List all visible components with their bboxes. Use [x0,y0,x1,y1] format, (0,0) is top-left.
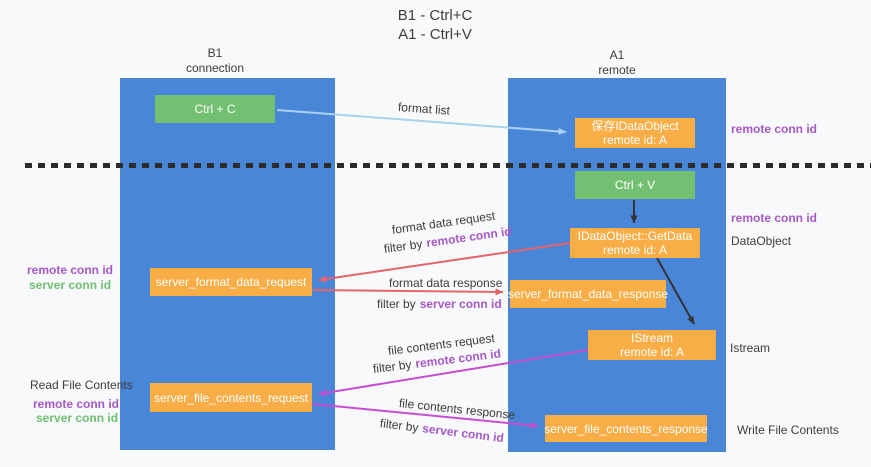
istream-line2: remote id: A [619,345,685,359]
lane-header-a1: A1 remote [557,48,677,78]
ctrl-v-label: Ctrl + V [614,178,656,192]
file-contents-response-arrow [312,403,539,429]
right-remote-conn-id-label-mid: remote conn id [731,211,818,225]
lane-b1-subtitle: connection [185,61,245,75]
getdata-to-istream-arrow [656,257,695,325]
istream-node: IStream remote id: A [588,330,716,360]
file-contents-request-arrow [318,349,589,397]
istream-side-label: Istream [730,341,771,355]
server-format-data-response-label: server_format_data_response [507,287,669,301]
lane-a1-subtitle: remote [598,63,636,77]
ctrl-v-node: Ctrl + V [575,171,695,199]
idataobject-getdata-node: IDataObject::GetData remote id: A [570,228,700,258]
server-file-contents-response-label: server_file_contents_response [544,421,708,436]
server-file-contents-request-node: server_file_contents_request [150,383,312,412]
left-server-conn-id-label-2: server conn id [36,411,119,425]
left-remote-conn-id-label-2: remote conn id [33,397,120,411]
lane-a1-name: A1 [609,48,625,62]
format-list-arrow [276,109,567,135]
istream-line1: IStream [630,331,673,345]
server-format-data-response-node: server_format_data_response [507,280,669,308]
server-file-contents-request-label: server_file_contents_request [153,390,309,405]
left-server-conn-id-label: server conn id [29,278,112,292]
filter-by-text: filter by [377,297,416,311]
ctrl-c-node: Ctrl + C [155,95,275,123]
ctrl-c-label: Ctrl + C [194,102,236,116]
save-idataobject-line1: 保存IDataObject [591,119,679,133]
server-format-data-request-node: server_format_data_request [150,268,312,296]
save-idataobject-line2: remote id: A [602,133,668,147]
lane-header-b1: B1 connection [155,46,275,76]
lane-b1-name: B1 [207,46,223,60]
server-format-data-request-label: server_format_data_request [155,275,307,289]
dataobject-label: DataObject [731,234,792,248]
getdata-line1: IDataObject::GetData [577,229,693,243]
diagram-title-line1: B1 - Ctrl+C [397,7,473,24]
copy-paste-separator-line [25,163,871,168]
write-file-contents-label: Write File Contents [737,423,839,437]
format-data-response-arrow [312,288,504,296]
left-remote-conn-id-label: remote conn id [27,263,114,277]
format-data-request-arrow [318,242,571,283]
right-remote-conn-id-label-top: remote conn id [731,122,818,136]
format-data-response-arrow-label: format data response [389,276,503,290]
server-conn-id-text: server conn id [419,297,502,311]
server-file-contents-response-node: server_file_contents_response [544,415,708,442]
diagram-title: B1 - Ctrl+C A1 - Ctrl+V [335,6,535,44]
read-file-contents-label: Read File Contents [30,378,133,392]
save-idataobject-node: 保存IDataObject remote id: A [575,118,695,148]
getdata-line2: remote id: A [602,243,668,257]
diagram-title-line2: A1 - Ctrl+V [398,26,472,43]
